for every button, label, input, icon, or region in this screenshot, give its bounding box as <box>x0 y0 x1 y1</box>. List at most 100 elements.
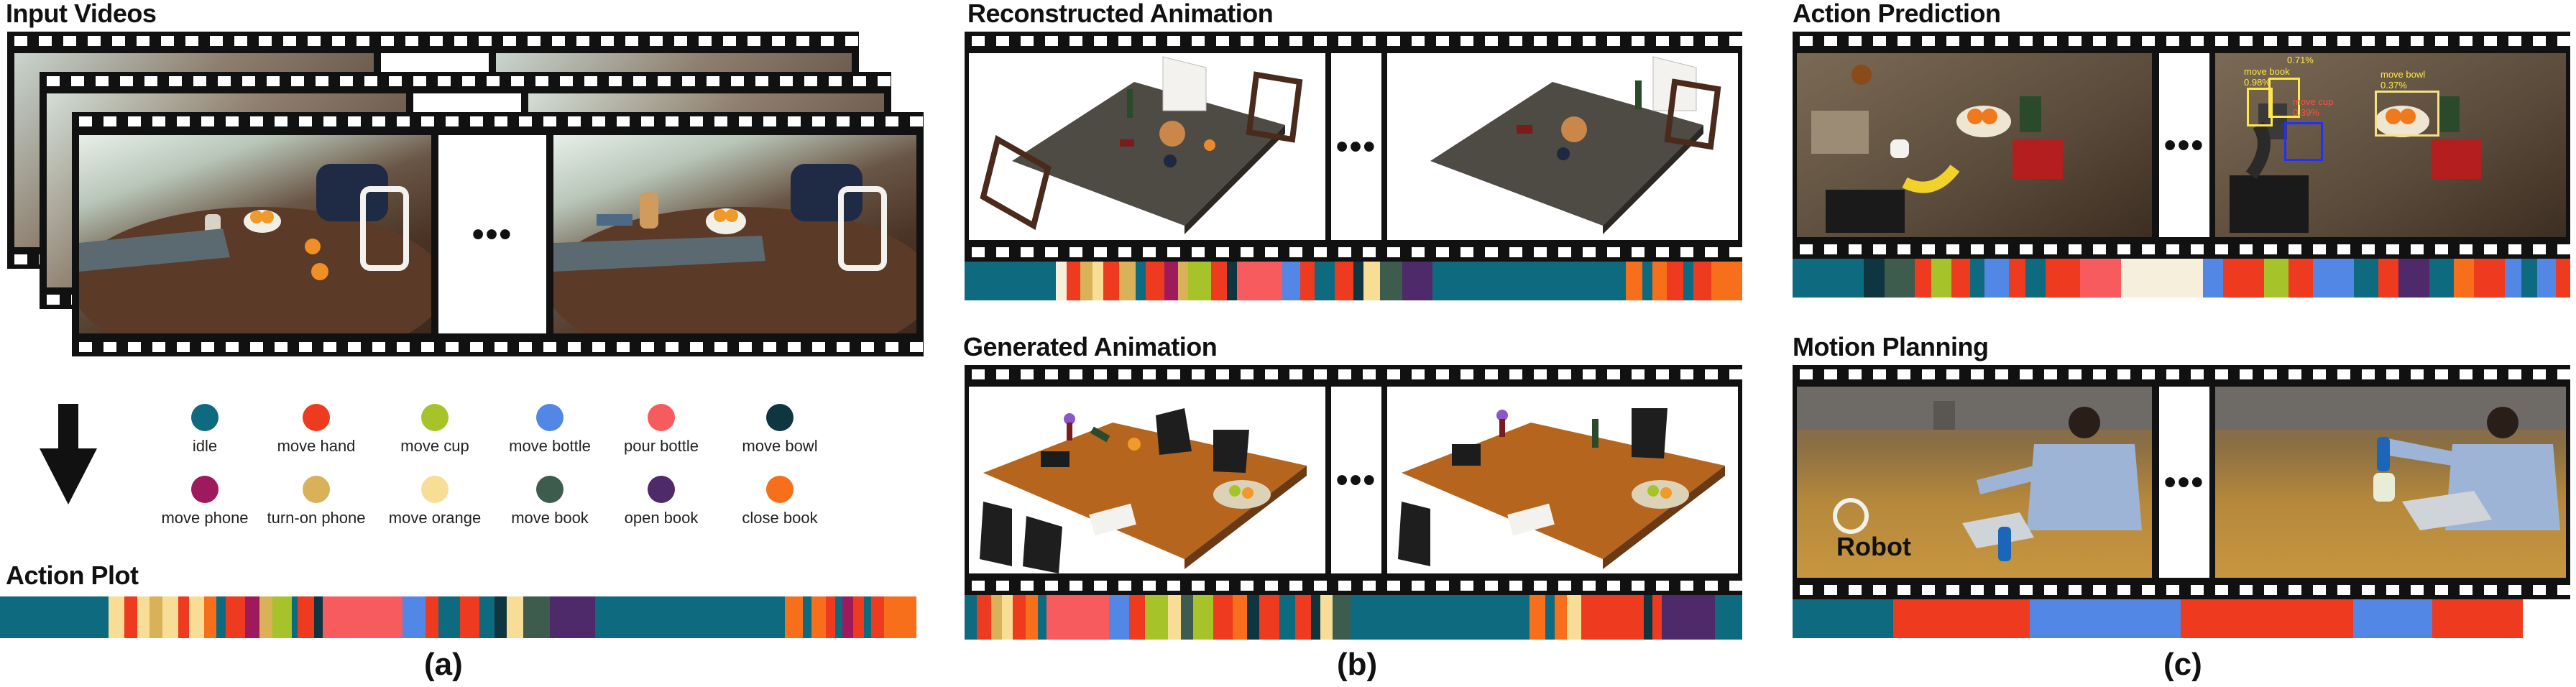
action-segment <box>1581 595 1644 640</box>
action-segment <box>1002 595 1013 640</box>
reconstructed-action-bar <box>965 262 1742 300</box>
action-segment <box>137 596 150 638</box>
action-segment <box>292 596 298 638</box>
legend-color-swatch <box>303 404 330 431</box>
film-strip-generated: ••• <box>965 365 1742 595</box>
action-segment <box>2223 259 2264 298</box>
action-segment <box>1567 595 1581 640</box>
action-segment <box>883 596 916 638</box>
action-segment <box>1652 262 1668 300</box>
action-segment <box>1246 595 1260 640</box>
action-segment <box>1715 595 1742 640</box>
legend-item: move bowl <box>708 404 852 456</box>
action-segment <box>438 596 460 638</box>
legend-color-swatch <box>421 404 448 431</box>
action-segment <box>1529 595 1546 640</box>
legend-item: move book <box>478 476 622 527</box>
legend-item: move orange <box>363 476 507 527</box>
action-segment <box>802 596 812 638</box>
action-segment <box>1037 595 1047 640</box>
legend-label: pour bottle <box>624 437 699 455</box>
legend-color-swatch <box>648 404 675 431</box>
action-segment <box>1915 259 1932 298</box>
panel-label-c: (c) <box>2163 647 2202 682</box>
action-segment <box>426 596 438 638</box>
action-segment <box>1970 259 1984 298</box>
legend-color-swatch <box>191 404 218 431</box>
action-segment <box>1667 262 1683 300</box>
action-segment <box>1066 262 1081 300</box>
legend-label: move orange <box>388 509 482 527</box>
action-segment <box>1259 595 1279 640</box>
legend-color-swatch <box>536 404 564 431</box>
action-segment <box>162 596 179 638</box>
legend-item: move cup <box>363 404 507 456</box>
legend-color-swatch <box>421 476 448 503</box>
action-segment <box>1864 259 1885 298</box>
action-segment <box>1046 595 1110 640</box>
action-segment <box>550 596 596 638</box>
action-segment <box>1793 599 1893 638</box>
action-segment <box>225 596 246 638</box>
legend-color-swatch <box>766 476 794 503</box>
detection-box <box>2284 122 2323 161</box>
legend-color-swatch <box>191 476 218 503</box>
action-segment <box>965 262 1057 300</box>
action-segment <box>1103 262 1120 300</box>
action-segment <box>991 595 1003 640</box>
action-segment <box>1233 595 1247 640</box>
action-segment <box>1661 595 1716 640</box>
reconstructed-frame-2 <box>1387 53 1738 240</box>
reconstructed-animation-title: Reconstructed Animation <box>967 0 1274 28</box>
action-segment <box>1178 262 1189 300</box>
action-segment <box>595 596 785 638</box>
action-segment <box>1652 595 1662 640</box>
action-segment <box>1164 262 1179 300</box>
action-segment <box>2080 259 2122 298</box>
action-segment <box>1237 262 1282 300</box>
generated-animation-title: Generated Animation <box>963 332 1218 361</box>
action-segment <box>1893 599 2030 638</box>
action-segment <box>1363 262 1380 300</box>
film-strip-input-front: ••• <box>72 112 924 356</box>
film-strip-motion-planning: Robot ••• <box>1793 365 2570 599</box>
action-segment <box>2398 259 2429 298</box>
legend-color-swatch <box>303 476 330 503</box>
generated-action-bar <box>965 595 1742 640</box>
action-segment <box>402 596 426 638</box>
action-segment <box>1626 262 1643 300</box>
action-segment <box>1193 595 1213 640</box>
motion-planning-frame-2 <box>2215 387 2566 578</box>
action-segment <box>1213 595 1233 640</box>
input-videos-title: Input Videos <box>6 0 157 28</box>
ellipsis-frame: ••• <box>1331 387 1381 573</box>
action-segment <box>494 596 507 638</box>
action-segment <box>1180 595 1194 640</box>
action-segment <box>1643 595 1653 640</box>
legend-label: open book <box>624 509 699 527</box>
legend-item: move hand <box>244 404 388 456</box>
action-segment <box>2454 259 2475 298</box>
motion-planning-action-bar <box>1793 599 2523 638</box>
action-segment <box>1135 262 1146 300</box>
panel-label-b: (b) <box>1337 647 1378 682</box>
action-segment <box>2263 259 2289 298</box>
legend-label: turn-on phone <box>267 509 366 527</box>
action-segment <box>1168 595 1181 640</box>
action-segment <box>2046 259 2081 298</box>
action-segment <box>1432 262 1627 300</box>
action-segment <box>1545 595 1555 640</box>
legend-item: move phone <box>133 476 277 527</box>
action-segment <box>108 596 125 638</box>
down-arrow-icon <box>40 404 97 504</box>
action-segment <box>2008 259 2025 298</box>
action-segment <box>1984 259 2009 298</box>
legend-label: idle <box>192 437 218 455</box>
action-segment <box>811 596 827 638</box>
action-segment <box>870 596 884 638</box>
action-segment <box>1109 595 1129 640</box>
